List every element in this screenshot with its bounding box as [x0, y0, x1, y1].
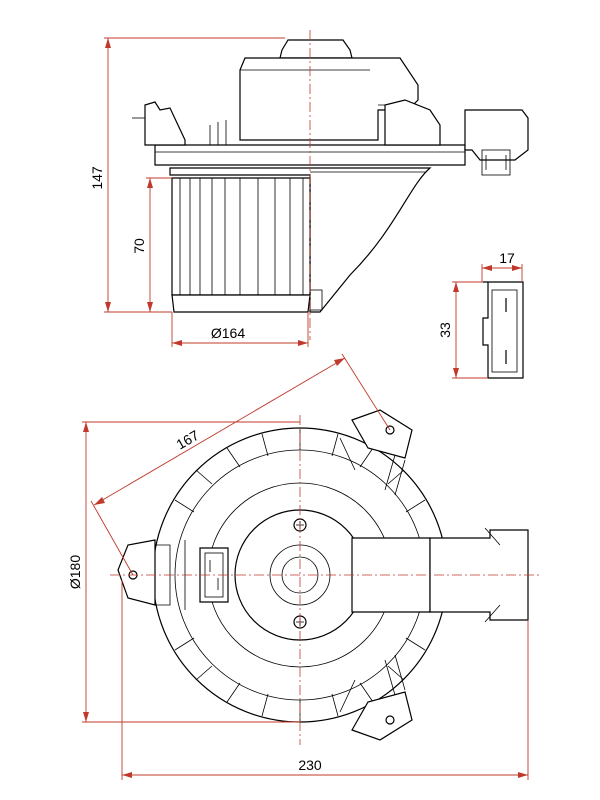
top-view — [110, 409, 540, 745]
dim-167-label: 167 — [173, 427, 201, 453]
connector-detail — [482, 281, 524, 379]
dim-164: Ø164 — [171, 312, 309, 347]
dim-33-label: 33 — [437, 322, 453, 338]
dim-17: 17 — [481, 250, 523, 282]
dim-230-label: 230 — [298, 757, 322, 773]
bottom-right-mount-ear — [351, 691, 413, 741]
dim-164-label: Ø164 — [211, 325, 245, 341]
fan-cage — [171, 177, 311, 296]
motor-cap — [279, 39, 353, 59]
side-connector — [464, 109, 529, 161]
dim-147: 147 — [89, 37, 285, 313]
dim-17-label: 17 — [499, 250, 515, 266]
side-view — [132, 30, 529, 340]
top-right-mount-ear — [351, 409, 413, 459]
fan-bottom-ring — [171, 294, 311, 313]
scroll-housing — [169, 167, 432, 313]
dim-70-label: 70 — [131, 238, 147, 254]
dim-147-label: 147 — [89, 166, 105, 190]
dim-70: 70 — [131, 177, 172, 312]
left-bracket — [144, 101, 186, 146]
mount-plate — [154, 144, 466, 166]
dim-180-label: Ø180 — [67, 555, 83, 589]
dim-180: Ø180 — [67, 421, 300, 723]
right-clip — [384, 99, 441, 146]
connector-body — [482, 281, 524, 379]
dim-230: 230 — [121, 580, 529, 780]
dim-33: 33 — [437, 281, 488, 379]
